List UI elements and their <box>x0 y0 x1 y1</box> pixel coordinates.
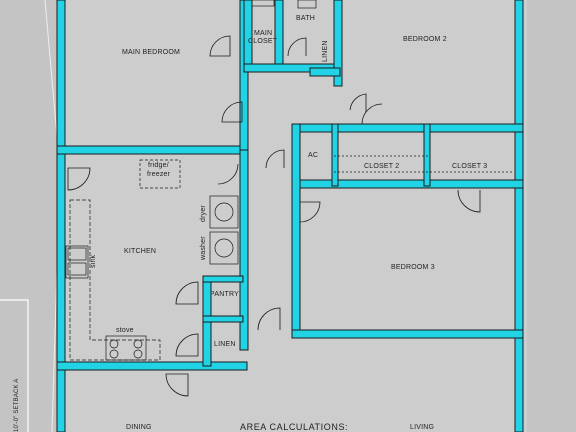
counter-outline <box>69 199 161 361</box>
label-washer: washer <box>200 236 207 260</box>
fixtures <box>65 0 512 361</box>
label-fridge-2: freezer <box>147 171 171 178</box>
room-label-kitchen: KITCHEN <box>124 248 157 255</box>
washer-box <box>209 231 239 265</box>
walls <box>56 0 524 432</box>
room-label-main-closet-2: CLOSET <box>248 38 278 45</box>
toilet <box>297 0 317 9</box>
room-label-main-closet-1: MAIN <box>254 30 273 37</box>
label-stove: stove <box>116 327 134 334</box>
room-label-bath: BATH <box>296 15 315 22</box>
room-label-living: LIVING <box>410 424 435 431</box>
label-setback: 10'-0" SETBACK A <box>14 378 20 432</box>
room-label-main-bedroom: MAIN BEDROOM <box>122 49 181 56</box>
room-label-bedroom-3: BEDROOM 3 <box>391 264 435 271</box>
room-label-linen-lower: LINEN <box>214 341 236 348</box>
room-label-closet-2: CLOSET 2 <box>364 163 400 170</box>
room-label-dining: DINING <box>126 424 152 431</box>
room-label-ac: AC <box>308 152 319 159</box>
dryer-box <box>209 195 239 229</box>
room-label-closet-3: CLOSET 3 <box>452 163 488 170</box>
fridge-outline <box>139 159 181 189</box>
label-sink: sink <box>90 254 97 268</box>
area-calculations-heading: AREA CALCULATIONS: <box>240 422 349 432</box>
sink-box <box>65 245 89 279</box>
stove-box <box>105 335 147 361</box>
door-swings <box>67 35 481 397</box>
label-fridge-1: fridge/ <box>148 162 169 169</box>
room-label-linen-upper: LINEN <box>322 40 329 62</box>
tub <box>251 0 275 7</box>
room-label-bedroom-2: BEDROOM 2 <box>403 36 447 43</box>
room-label-pantry: PANTRY <box>210 291 239 298</box>
label-dryer: dryer <box>200 205 207 222</box>
setback-line <box>0 299 29 432</box>
